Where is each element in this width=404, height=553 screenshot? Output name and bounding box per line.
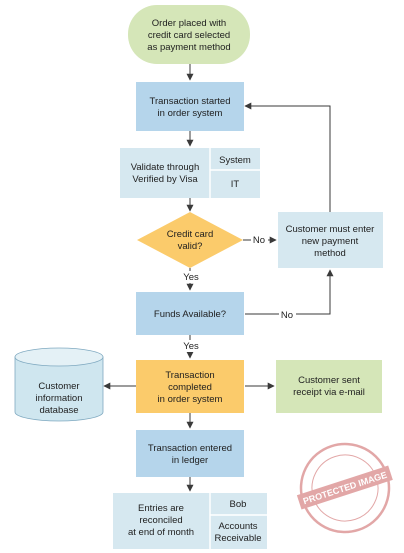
node-validate-shape (120, 148, 260, 198)
node-customer-database-body (14, 356, 104, 422)
node-order-placed: Order placed with credit card selected a… (128, 5, 250, 64)
node-reconciled-line-2: reconciled (139, 515, 182, 526)
node-ledger: Transaction entered in ledger (136, 430, 244, 477)
node-order-placed-line-3: as payment method (147, 42, 230, 53)
node-reconciled-side-ar-1: Accounts (218, 521, 257, 532)
node-validate-line-2: Verified by Visa (132, 174, 198, 185)
node-new-payment-line-3: method (314, 248, 346, 259)
node-funds-available-line-1: Funds Available? (154, 309, 226, 320)
node-validate-line-1: Validate through (131, 162, 200, 173)
node-credit-card-valid-shape (137, 212, 243, 268)
edge-label-valid-yes: Yes (183, 272, 199, 283)
node-credit-card-valid-line-1: Credit card (167, 229, 213, 240)
node-transaction-completed-line-2: completed (168, 382, 212, 393)
edge-label-valid-no: No (253, 235, 265, 246)
node-receipt-line-2: receipt via e-mail (293, 387, 365, 398)
node-ledger-shape (136, 430, 244, 477)
node-funds-available: Funds Available? (136, 292, 244, 335)
node-new-payment-line-1: Customer must enter (286, 224, 375, 235)
node-reconciled-side-bob: Bob (230, 499, 247, 510)
node-transaction-completed: Transaction completed in order system (136, 360, 244, 413)
node-customer-database-line-3: database (39, 405, 78, 416)
node-customer-database-line-2: information (36, 393, 83, 404)
node-transaction-started: Transaction started in order system (136, 82, 244, 131)
node-customer-database: Customer information database (14, 347, 104, 422)
edge-funds-no-to-new-payment (245, 269, 334, 315)
node-transaction-started-line-2: in order system (158, 108, 223, 119)
node-order-placed-line-1: Order placed with (152, 18, 226, 29)
node-new-payment-line-2: new payment (302, 236, 359, 247)
node-reconciled-side-ar-2: Receivable (215, 533, 262, 544)
node-credit-card-valid: Credit card valid? (137, 212, 243, 268)
node-validate-side-system: System (219, 155, 251, 166)
node-ledger-line-2: in ledger (172, 455, 208, 466)
node-order-placed-line-2: credit card selected (148, 30, 230, 41)
edge-labels: No Yes No Yes (180, 233, 296, 352)
node-transaction-started-shape (136, 82, 244, 131)
node-customer-database-line-1: Customer (38, 381, 79, 392)
node-new-payment: Customer must enter new payment method (278, 212, 383, 268)
node-order-placed-shape (128, 5, 250, 64)
node-credit-card-valid-line-2: valid? (178, 241, 203, 252)
node-new-payment-shape (278, 212, 383, 268)
node-ledger-line-1: Transaction entered (148, 443, 232, 454)
node-validate: Validate through Verified by Visa System… (120, 148, 260, 198)
node-reconciled-line-1: Entries are (138, 503, 184, 514)
protected-image-stamp: PROTECTED IMAGE (296, 442, 393, 534)
stamp-banner (296, 465, 393, 510)
node-transaction-started-line-1: Transaction started (150, 96, 231, 107)
node-funds-available-shape (136, 292, 244, 335)
node-reconciled: Entries are reconciled at end of month B… (113, 493, 267, 549)
node-transaction-completed-line-1: Transaction (165, 370, 214, 381)
node-transaction-completed-shape (136, 360, 244, 413)
node-transaction-completed-line-3: in order system (158, 394, 223, 405)
edge-label-funds-no: No (281, 310, 293, 321)
node-receipt-shape (276, 360, 382, 413)
node-receipt: Customer sent receipt via e-mail (276, 360, 382, 413)
node-validate-side-it: IT (231, 179, 240, 190)
edge-label-funds-yes: Yes (183, 341, 199, 352)
edge-new-payment-to-transaction (244, 102, 331, 212)
node-customer-database-top (14, 347, 104, 367)
node-reconciled-shape (113, 493, 267, 549)
node-receipt-line-1: Customer sent (298, 375, 360, 386)
node-reconciled-line-3: at end of month (128, 527, 194, 538)
